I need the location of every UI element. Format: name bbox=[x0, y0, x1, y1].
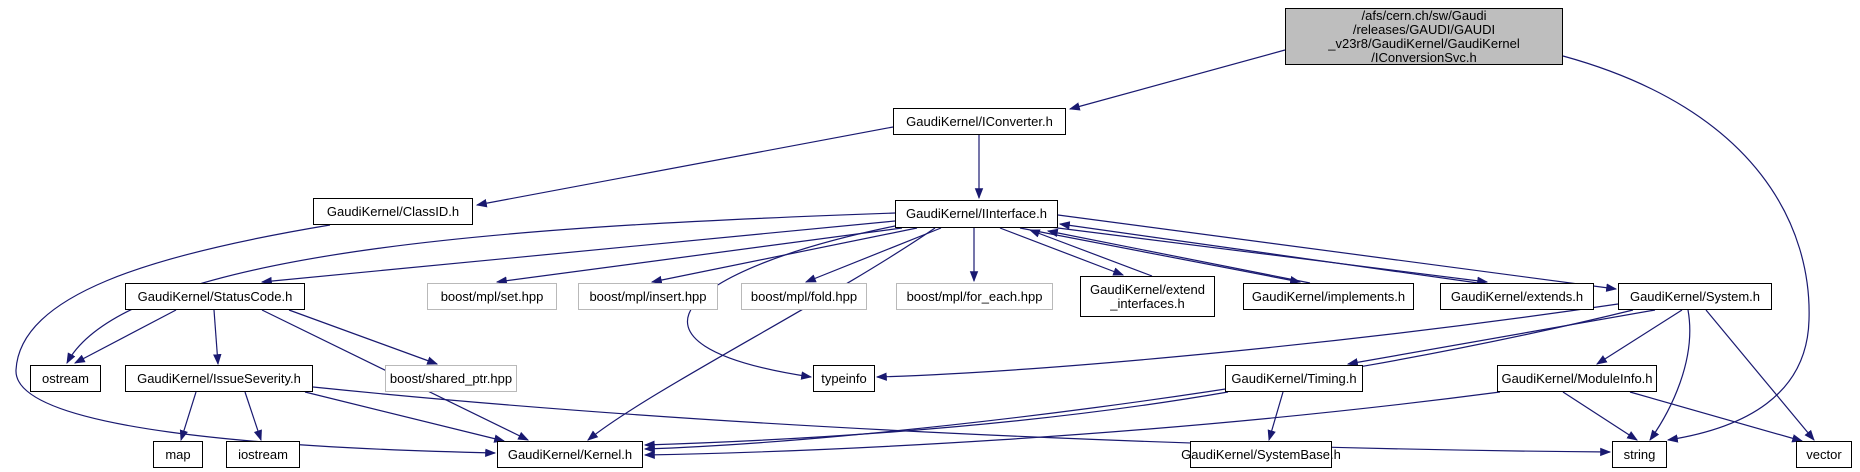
node-label: _interfaces.h bbox=[1110, 295, 1185, 311]
edge-iinterface-to-implements bbox=[1019, 227, 1302, 285]
node-implements[interactable]: GaudiKernel/implements.h bbox=[1243, 283, 1414, 310]
node-label: /afs/cern.ch/sw/Gaudi bbox=[1361, 7, 1487, 23]
edge-timing-to-systembase bbox=[1267, 391, 1284, 442]
node-mpl-set: boost/mpl/set.hpp bbox=[427, 283, 557, 310]
node-moduleinfo[interactable]: GaudiKernel/ModuleInfo.h bbox=[1497, 365, 1657, 392]
node-label: boost/mpl/for_each.hpp bbox=[906, 288, 1043, 304]
node-iinterface[interactable]: GaudiKernel/IInterface.h bbox=[895, 200, 1058, 228]
node-label: string bbox=[1623, 446, 1656, 462]
edge-system-to-string bbox=[1649, 309, 1691, 441]
edge-extend-interfaces-to-iinterface bbox=[1028, 229, 1153, 277]
node-string: string bbox=[1612, 441, 1667, 468]
edge-moduleinfo-to-vector bbox=[1629, 391, 1804, 443]
node-system[interactable]: GaudiKernel/System.h bbox=[1618, 283, 1772, 310]
node-typeinfo: typeinfo bbox=[813, 365, 875, 392]
node-label: vector bbox=[1806, 446, 1842, 462]
node-label: map bbox=[165, 446, 191, 462]
edge-iinterface-to-system bbox=[1057, 214, 1618, 292]
node-mpl-for-each: boost/mpl/for_each.hpp bbox=[896, 283, 1053, 310]
node-label: GaudiKernel/Kernel.h bbox=[507, 446, 633, 462]
edge-iinterface-to-mpl-set bbox=[495, 227, 903, 285]
node-map: map bbox=[153, 441, 203, 468]
edge-iinterface-to-mpl-fold bbox=[804, 227, 942, 283]
edge-timing-to-kernel bbox=[643, 391, 1229, 449]
node-label: GaudiKernel/IssueSeverity.h bbox=[137, 370, 301, 386]
node-label: boost/mpl/fold.hpp bbox=[750, 288, 858, 304]
node-systembase[interactable]: GaudiKernel/SystemBase.h bbox=[1181, 441, 1341, 468]
node-label: GaudiKernel/IInterface.h bbox=[906, 206, 1047, 221]
edge-moduleinfo-to-kernel bbox=[643, 391, 1501, 460]
node-label: GaudiKernel/ClassID.h bbox=[326, 203, 460, 219]
node-label: GaudiKernel/System.h bbox=[1629, 288, 1761, 304]
edge-iinterface-to-kernel bbox=[587, 227, 936, 441]
node-label: GaudiKernel/extends.h bbox=[1450, 288, 1584, 304]
edge-iconverter-to-classid bbox=[475, 126, 894, 208]
edge-classid-to-kernel bbox=[15, 224, 497, 457]
node-label: GaudiKernel/StatusCode.h bbox=[137, 288, 293, 304]
edge-iinterface-to-extends bbox=[1041, 225, 1489, 285]
node-label: boost/mpl/set.hpp bbox=[440, 288, 544, 304]
edge-moduleinfo-to-string bbox=[1562, 391, 1638, 441]
node-label: GaudiKernel/extend bbox=[1090, 281, 1205, 297]
node-classid[interactable]: GaudiKernel/ClassID.h bbox=[313, 198, 473, 225]
node-label: /IConversionSvc.h bbox=[1371, 49, 1477, 65]
node-shared-ptr: boost/shared_ptr.hpp bbox=[385, 365, 517, 392]
edge-system-to-typeinfo bbox=[875, 303, 1619, 381]
node-label: boost/mpl/insert.hpp bbox=[589, 288, 707, 304]
node-label: typeinfo bbox=[821, 370, 867, 386]
node-statuscode[interactable]: GaudiKernel/StatusCode.h bbox=[125, 283, 305, 310]
node-vector: vector bbox=[1796, 441, 1852, 468]
node-kernel[interactable]: GaudiKernel/Kernel.h bbox=[497, 441, 643, 468]
node-label: GaudiKernel/Timing.h bbox=[1231, 370, 1357, 386]
node-label: GaudiKernel/IConverter.h bbox=[906, 113, 1053, 129]
edge-system-to-timing bbox=[1346, 309, 1656, 367]
node-extends[interactable]: GaudiKernel/extends.h bbox=[1440, 283, 1594, 310]
edge-system-to-moduleinfo bbox=[1596, 309, 1683, 365]
node-mpl-insert: boost/mpl/insert.hpp bbox=[578, 283, 718, 310]
edge-iinterface-to-ostream bbox=[66, 212, 896, 365]
edge-statuscode-to-shared-ptr bbox=[288, 309, 439, 365]
node-iconverter[interactable]: GaudiKernel/IConverter.h bbox=[893, 108, 1066, 135]
edge-issueseverity-to-string bbox=[312, 386, 1612, 457]
edge-extends-to-iinterface bbox=[1058, 221, 1479, 284]
node-iconversionsvc: /afs/cern.ch/sw/Gaudi/releases/GAUDI/GAU… bbox=[1285, 8, 1563, 65]
node-label: boost/shared_ptr.hpp bbox=[389, 370, 513, 386]
edge-statuscode-to-ostream bbox=[73, 309, 177, 364]
node-issueseverity[interactable]: GaudiKernel/IssueSeverity.h bbox=[125, 365, 313, 392]
edge-iinterface-to-extend-interfaces bbox=[999, 227, 1125, 276]
edge-iconversionsvc-to-string bbox=[1562, 55, 1810, 443]
edge-implements-to-iinterface bbox=[1046, 228, 1311, 284]
edge-statuscode-to-issueseverity bbox=[213, 309, 222, 366]
node-label: GaudiKernel/implements.h bbox=[1251, 288, 1406, 304]
edge-issueseverity-to-map bbox=[179, 391, 197, 442]
node-mpl-fold: boost/mpl/fold.hpp bbox=[741, 283, 867, 310]
node-label: iostream bbox=[238, 446, 288, 462]
node-label: GaudiKernel/ModuleInfo.h bbox=[1501, 370, 1653, 386]
edge-iconversionsvc-to-iconverter bbox=[1068, 49, 1286, 111]
node-extend-interfaces[interactable]: GaudiKernel/extend_interfaces.h bbox=[1080, 276, 1215, 317]
node-label: GaudiKernel/SystemBase.h bbox=[1181, 446, 1341, 462]
node-ostream: ostream bbox=[30, 365, 101, 392]
node-label: ostream bbox=[42, 370, 89, 386]
edge-system-to-kernel bbox=[643, 309, 1634, 453]
node-label: _v23r8/GaudiKernel/GaudiKernel bbox=[1328, 35, 1520, 51]
node-label: /releases/GAUDI/GAUDI bbox=[1352, 21, 1496, 37]
edge-issueseverity-to-kernel bbox=[304, 391, 506, 443]
node-timing[interactable]: GaudiKernel/Timing.h bbox=[1225, 365, 1363, 392]
edge-issueseverity-to-iostream bbox=[244, 391, 262, 442]
edge-iinterface-to-statuscode bbox=[260, 220, 896, 286]
edge-system-to-vector bbox=[1705, 309, 1815, 441]
node-iostream: iostream bbox=[226, 441, 300, 468]
